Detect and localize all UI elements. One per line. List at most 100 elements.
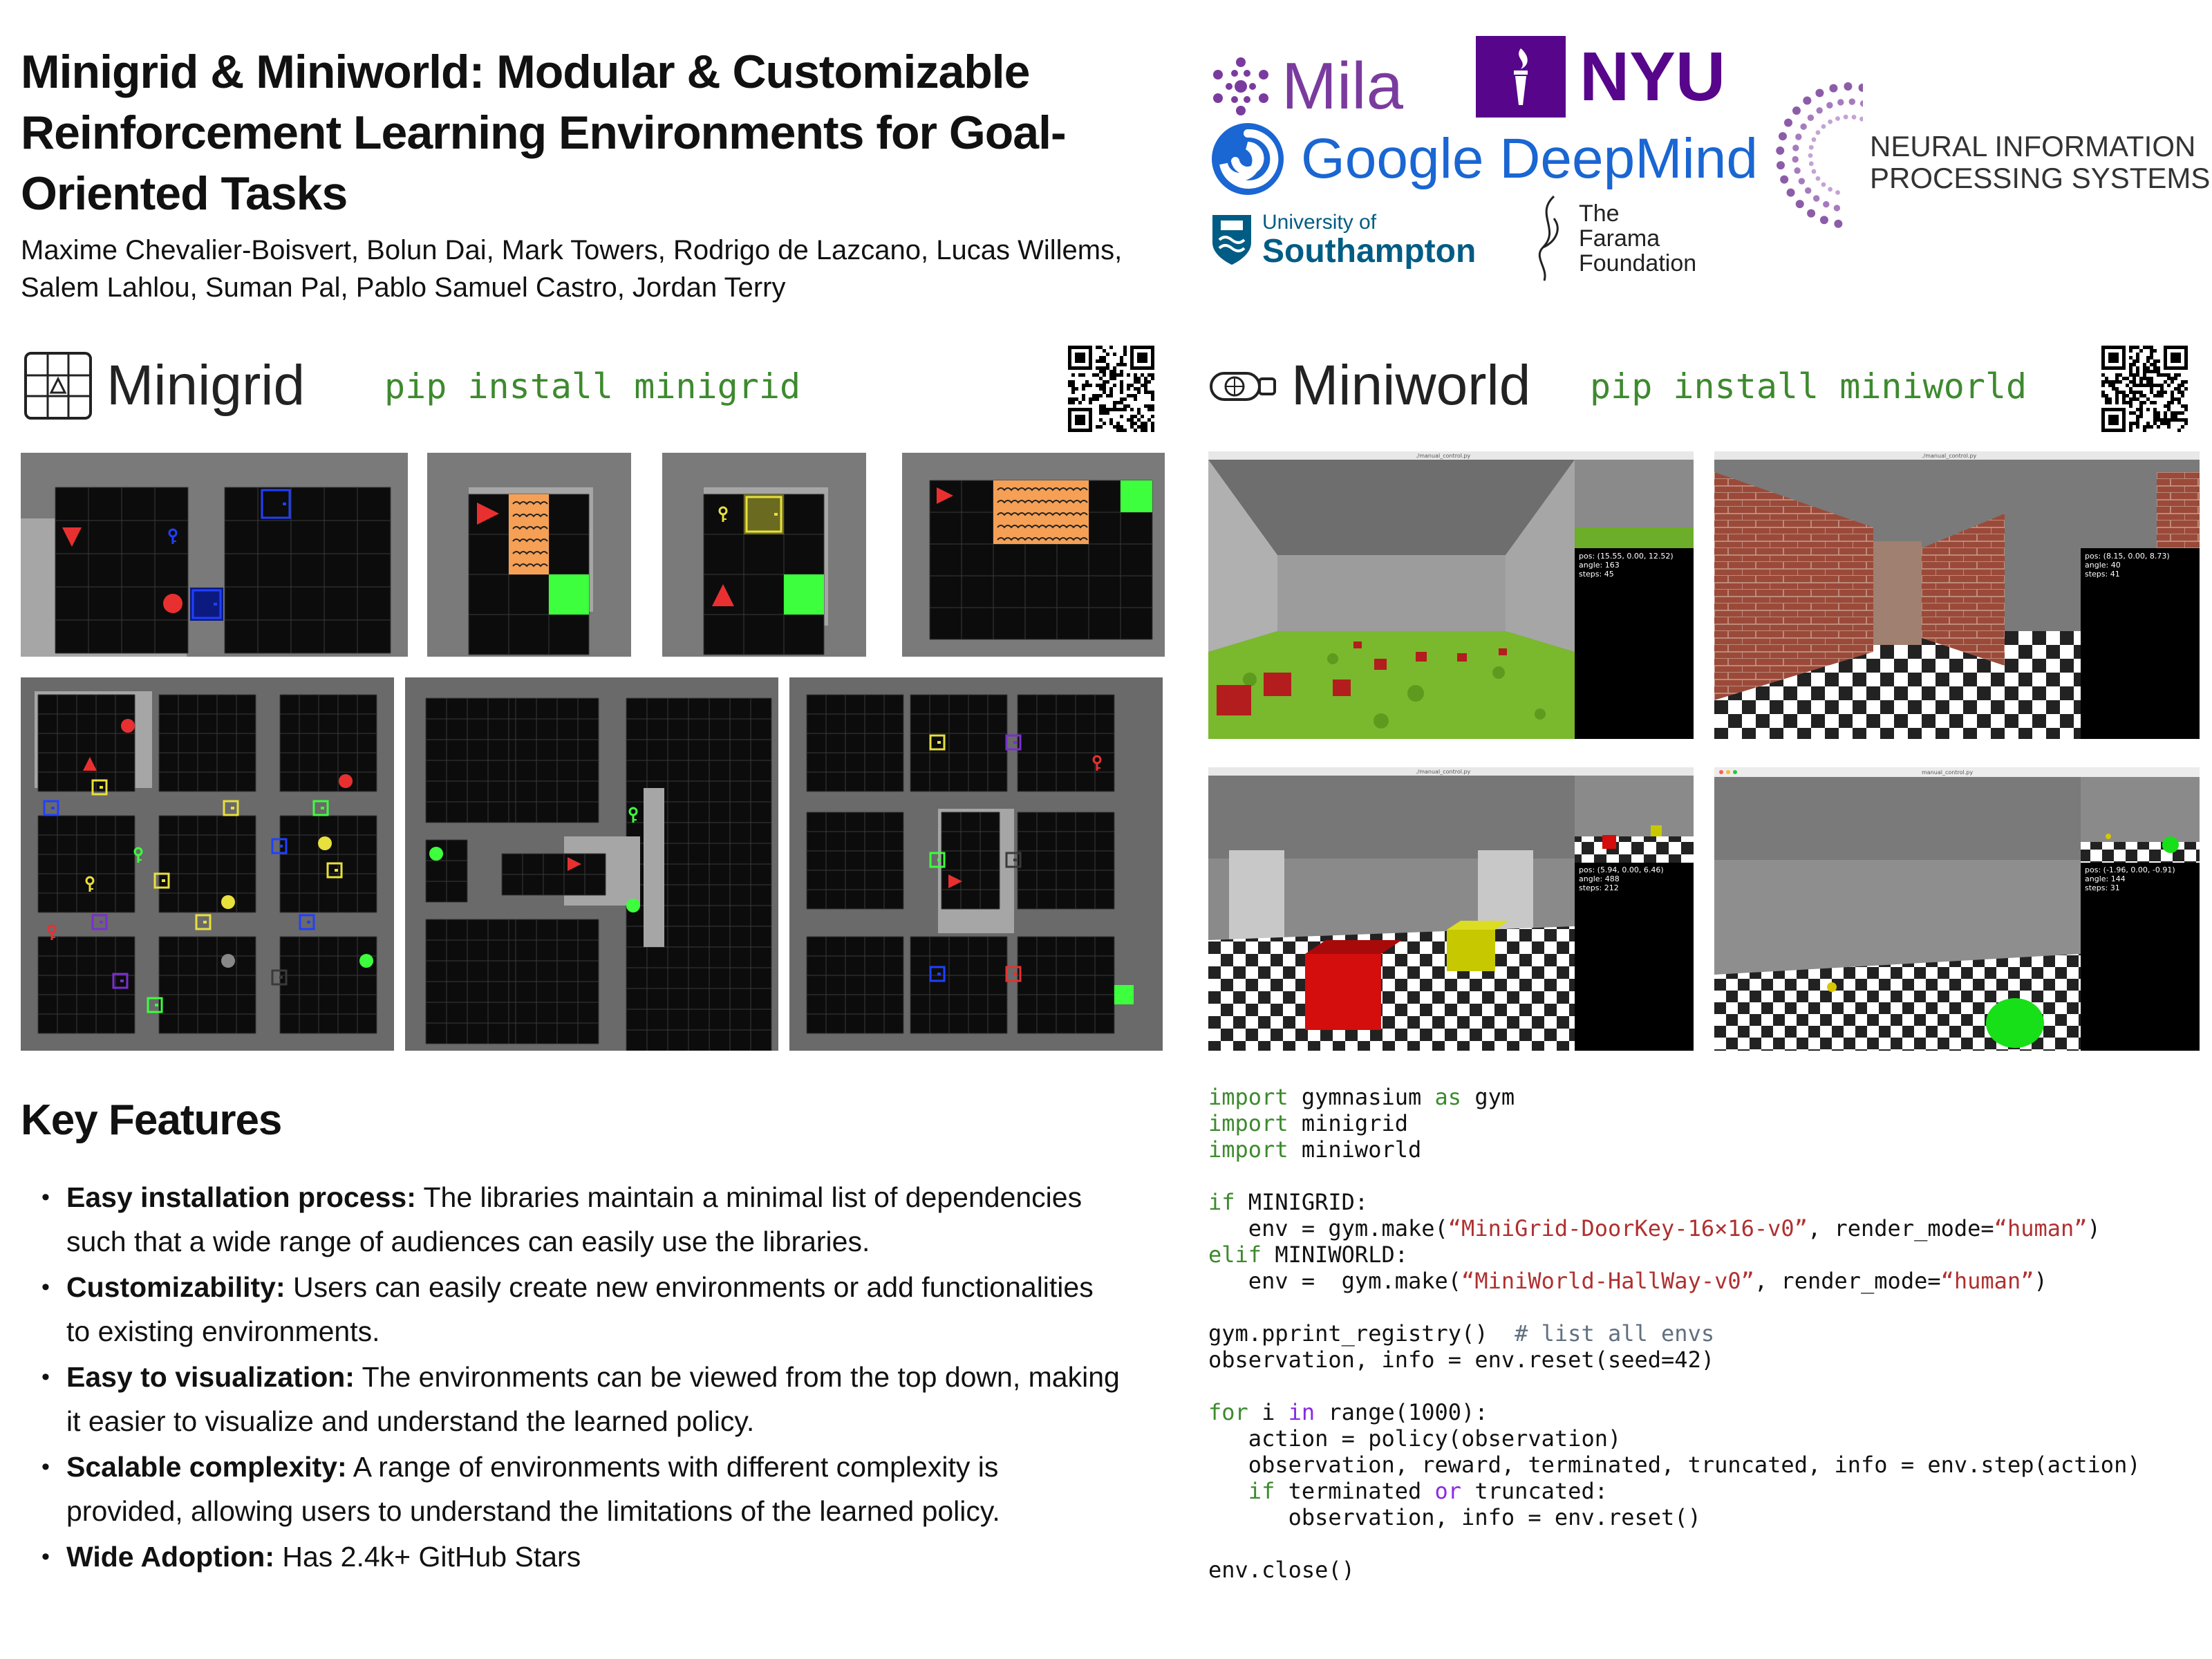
mila-wordmark: Mila xyxy=(1282,49,1404,123)
nyu-torch-icon xyxy=(1476,36,1566,118)
feature-item: Easy to visualization: The environments … xyxy=(41,1355,1120,1443)
goal-tile xyxy=(784,574,824,615)
neurips-logo: NEURAL INFORMATION PROCESSING SYSTEMS xyxy=(1766,73,2210,252)
minigrid-env-key-corridor xyxy=(21,677,394,1051)
agent-marker xyxy=(83,757,97,771)
code-line: if terminated or truncated: xyxy=(1248,1478,1608,1504)
nyu-wordmark: NYU xyxy=(1580,37,1726,115)
code-line: observation, reward, terminated, truncat… xyxy=(1208,1452,2141,1478)
code-line xyxy=(1208,1373,2190,1399)
miniworld-header: Miniworld xyxy=(1208,351,1530,420)
hud-line: pos: (8.15, 0.00, 8.73) xyxy=(2085,552,2170,561)
minigrid-grid-icon xyxy=(24,352,92,420)
door-tile xyxy=(929,966,946,982)
code-line: env.close() xyxy=(1208,1557,1355,1583)
miniworld-env-one-room: manual_control.py pos: (-1.96, 0.00, -0.… xyxy=(1714,767,2200,1051)
code-line: gym.pprint_registry() # list all envs xyxy=(1208,1320,1715,1347)
southampton-crest-icon xyxy=(1212,215,1251,265)
door-tile xyxy=(147,997,163,1013)
key-icon xyxy=(628,807,638,823)
lava-tile xyxy=(509,494,549,574)
code-line xyxy=(1208,1163,2190,1189)
usage-code-block: import gymnasium as gym import minigrid … xyxy=(1208,1084,2190,1583)
ball-object xyxy=(359,954,373,968)
miniworld-title: Miniworld xyxy=(1291,354,1531,417)
key-icon xyxy=(133,847,143,863)
neurips-line2: PROCESSING SYSTEMS xyxy=(1870,162,2211,194)
door-tile xyxy=(299,914,315,930)
agent-marker xyxy=(948,874,962,888)
farama-line2: Farama xyxy=(1579,225,1660,252)
window-title: ./manual_control.py xyxy=(1922,453,1977,459)
door-tile xyxy=(326,862,343,879)
minigrid-env-obstructed-maze xyxy=(405,677,778,1051)
code-line: import miniworld xyxy=(1208,1136,1422,1163)
goal-tile xyxy=(549,574,589,615)
southampton-line1: University of xyxy=(1262,211,1377,234)
ball-object xyxy=(221,895,235,909)
door-tile xyxy=(745,496,782,533)
code-line: observation, info = env.reset() xyxy=(1208,1504,1701,1530)
minigrid-header: Minigrid xyxy=(24,351,305,420)
door-tile xyxy=(929,734,946,751)
key-icon xyxy=(1092,755,1102,771)
farama-line3: Foundation xyxy=(1579,250,1697,276)
ball-object xyxy=(339,774,353,788)
lava-tile xyxy=(993,480,1089,544)
code-line: if MINIGRID: xyxy=(1208,1189,1369,1215)
door-tile xyxy=(271,838,288,854)
door-tile xyxy=(1005,966,1022,982)
feature-item: Customizability: Users can easily create… xyxy=(41,1265,1120,1353)
hud-line: steps: 212 xyxy=(1579,883,1619,892)
minigrid-qr-code[interactable] xyxy=(1068,346,1154,432)
hud-line: pos: (5.94, 0.00, 6.46) xyxy=(1579,865,1664,874)
key-icon xyxy=(718,506,728,522)
hud-line: angle: 144 xyxy=(2085,874,2126,883)
ball-object xyxy=(221,954,235,968)
minigrid-env-blocked-unlock xyxy=(789,677,1163,1051)
miniworld-install-command: pip install miniworld xyxy=(1590,366,2027,406)
code-line: elif MINIWORLD: xyxy=(1208,1241,1408,1268)
hud-line: steps: 31 xyxy=(2085,883,2120,892)
nyu-logo: NYU xyxy=(1476,36,1725,118)
key-features-heading: Key Features xyxy=(21,1096,282,1144)
door-tile xyxy=(195,914,212,930)
deepmind-swirl-icon xyxy=(1212,123,1284,195)
neurips-line1: NEURAL INFORMATION xyxy=(1870,130,2196,162)
goal-tile xyxy=(1114,985,1134,1004)
miniworld-qr-code[interactable] xyxy=(2101,346,2188,432)
code-line: env = gym.make(“MiniWorld-HallWay-v0”, r… xyxy=(1208,1268,2047,1294)
southampton-line2: Southampton xyxy=(1262,233,1477,270)
window-title: ./manual_control.py xyxy=(1416,453,1471,459)
window-title: ./manual_control.py xyxy=(1416,769,1471,775)
code-line: import gymnasium as gym xyxy=(1208,1084,1515,1110)
feature-item: Wide Adoption: Has 2.4k+ GitHub Stars xyxy=(41,1535,1120,1579)
code-line: import minigrid xyxy=(1208,1110,1408,1136)
feature-item: Easy installation process: The libraries… xyxy=(41,1175,1120,1264)
mila-logo: Mila xyxy=(1210,48,1403,124)
ball-object xyxy=(429,847,443,861)
ball-object xyxy=(121,719,135,733)
door-tile xyxy=(261,489,291,519)
ball-object xyxy=(318,836,332,850)
mila-mark-icon xyxy=(1213,57,1268,115)
hud-line: angle: 488 xyxy=(1579,874,1620,883)
poster-title: Minigrid & Miniworld: Modular & Customiz… xyxy=(21,46,1067,220)
miniworld-env-collect-health: ./manual_control.py pos: (15.55, 0.00, 1… xyxy=(1208,451,1694,739)
agent-marker xyxy=(62,527,82,547)
door-tile xyxy=(112,973,129,989)
hud-line: steps: 41 xyxy=(2085,570,2120,579)
agent-marker xyxy=(712,584,734,606)
key-features-list: Easy installation process: The libraries… xyxy=(41,1175,1120,1580)
door-tile xyxy=(43,800,59,816)
farama-logo: The Farama Foundation xyxy=(1528,194,1696,283)
door-tile xyxy=(929,852,946,868)
code-line: for i in range(1000): xyxy=(1208,1399,1488,1425)
minigrid-env-multiroom xyxy=(21,453,408,657)
hud-line: angle: 163 xyxy=(1579,561,1620,570)
door-tile xyxy=(191,589,222,619)
door-tile xyxy=(91,914,108,930)
door-tile xyxy=(91,779,108,796)
farama-leaf-icon xyxy=(1538,195,1559,281)
door-tile xyxy=(1005,734,1022,751)
